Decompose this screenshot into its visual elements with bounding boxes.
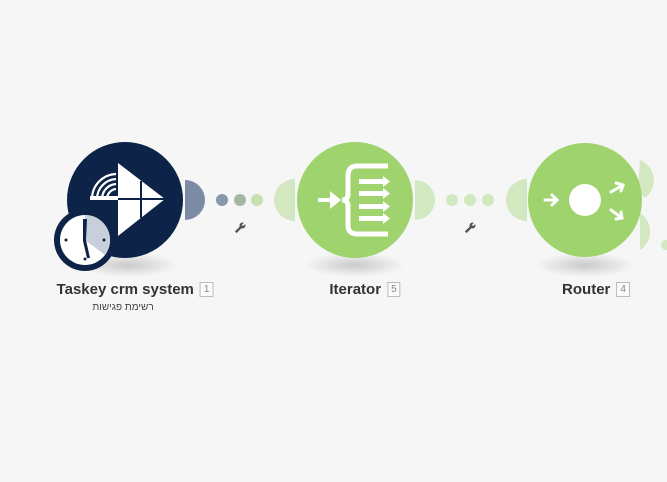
router-icon	[543, 181, 625, 221]
module-id-badge: 4	[616, 282, 630, 297]
module-id-badge: 1	[199, 282, 214, 297]
iterator-icon	[318, 163, 390, 237]
module-subtitle: רשימת פגישות	[92, 302, 154, 313]
connector-5-4[interactable]	[415, 179, 527, 221]
module-label-taskey: Taskey crm system 1	[57, 281, 214, 298]
wrench-icon[interactable]	[464, 221, 477, 234]
module-name: Router	[562, 281, 611, 298]
module-iterator[interactable]	[297, 142, 413, 258]
router-outputs[interactable]	[638, 160, 667, 250]
connector-1-5[interactable]	[185, 179, 295, 221]
taskey-logo-icon	[90, 163, 165, 236]
module-id-badge: 5	[387, 282, 401, 297]
module-taskey[interactable]	[54, 142, 183, 271]
module-name: Taskey crm system	[56, 281, 194, 298]
module-label-router: Router 4	[562, 281, 630, 298]
module-name: Iterator	[329, 281, 382, 298]
schedule-clock-icon[interactable]	[54, 209, 116, 271]
wrench-icon[interactable]	[234, 221, 247, 234]
module-label-iterator: Iterator 5	[329, 281, 401, 298]
module-router[interactable]	[528, 143, 642, 257]
